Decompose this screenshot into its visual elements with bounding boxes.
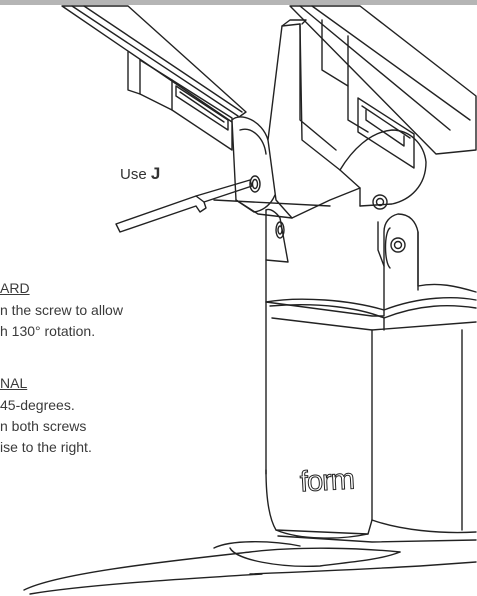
tool-callout-prefix: Use [120,166,151,183]
section-1-heading: ARD [0,280,30,296]
hex-key [115,179,331,233]
section-2-line-1: 45-degrees. [0,397,75,413]
tool-callout-letter: J [150,164,161,183]
top-rule [0,0,477,5]
section-2-line-3: ise to the right. [0,439,92,455]
column [265,208,477,531]
section-2-line-2: n both screws [0,418,87,434]
left-arm [61,5,247,151]
center-knuckle [267,19,427,219]
screw-right [372,194,388,210]
screw-lower-right [390,237,406,253]
section-1-line-1: n the screw to allow [0,302,123,318]
section-1-line-2: h 130° rotation. [0,323,96,339]
section-2-heading: NAL [0,375,28,391]
brand-logo: form [299,463,356,499]
tool-callout: Use J [120,164,160,184]
lower-shroud [265,469,477,543]
foot-plate [23,541,477,595]
right-arm [289,5,477,169]
screw-left [249,175,261,193]
